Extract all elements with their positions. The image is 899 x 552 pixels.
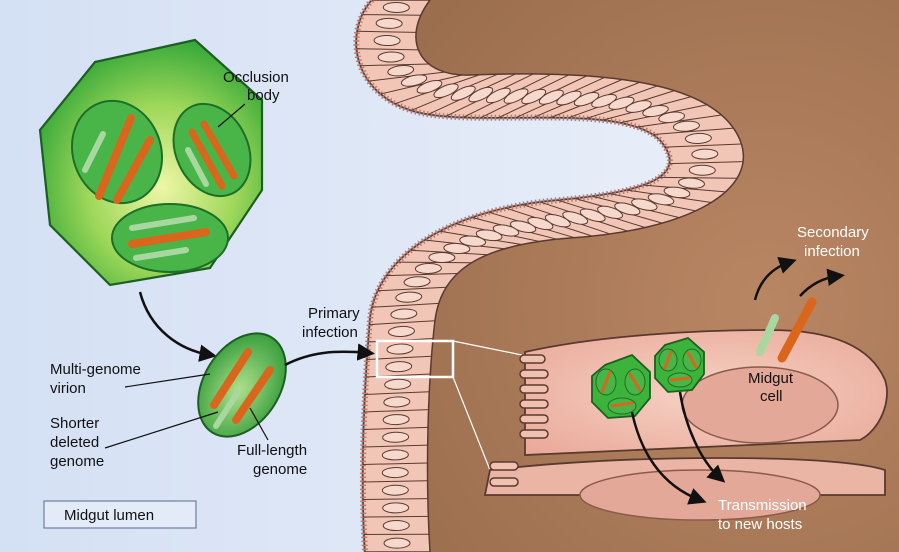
cell-nucleus <box>382 450 408 461</box>
cell-nucleus <box>376 18 402 28</box>
cell-nucleus <box>692 149 718 160</box>
cell-nucleus <box>382 485 408 495</box>
multi-genome-virion-label-line1: Multi-genome <box>50 361 141 378</box>
occlusion-body-label-line2: body <box>247 87 280 104</box>
cell-nucleus <box>382 467 408 477</box>
cell-nucleus <box>415 263 441 274</box>
cell-nucleus <box>383 503 409 513</box>
secondary-infection-label-line1: Secondary <box>797 224 869 241</box>
transmission-label-line1: Transmission <box>718 497 807 514</box>
cell-boundary <box>363 516 428 517</box>
cell-nucleus <box>429 252 455 262</box>
multi-genome-virion-label-line2: virion <box>50 380 86 397</box>
full-length-genome-label-line1: Full-length <box>237 442 307 459</box>
midgut-lumen-label: Midgut lumen <box>64 507 154 524</box>
midgut-cell-label-line2: cell <box>760 388 783 405</box>
cell-nucleus <box>378 52 404 63</box>
cell-nucleus <box>383 2 409 12</box>
occlusion-body-label-line1: Occlusion <box>223 69 289 86</box>
deleted-genome-label-line1: Shorter <box>50 415 99 432</box>
deleted-genome-label-line3: genome <box>50 453 104 470</box>
cell-nucleus <box>689 165 715 175</box>
primary-infection-label-line1: Primary <box>308 305 360 322</box>
cell-nucleus <box>383 432 409 443</box>
cell-nucleus <box>383 414 409 425</box>
primary-infection-label-line2: infection <box>302 324 358 341</box>
transmission-label-line2: to new hosts <box>718 516 802 533</box>
cell-nucleus <box>374 35 400 45</box>
virion-in-occlusion-bottom <box>112 204 228 272</box>
cell-nucleus <box>384 538 410 548</box>
midgut-cell-label-line1: Midgut <box>748 370 794 387</box>
secondary-infection-label-line2: infection <box>804 243 860 260</box>
cell-boundary <box>398 262 472 263</box>
cell-nucleus <box>383 520 409 530</box>
full-length-genome-label-line2: genome <box>253 461 307 478</box>
deleted-genome-label-line2: deleted <box>50 434 99 451</box>
cell-boundary <box>362 15 420 16</box>
